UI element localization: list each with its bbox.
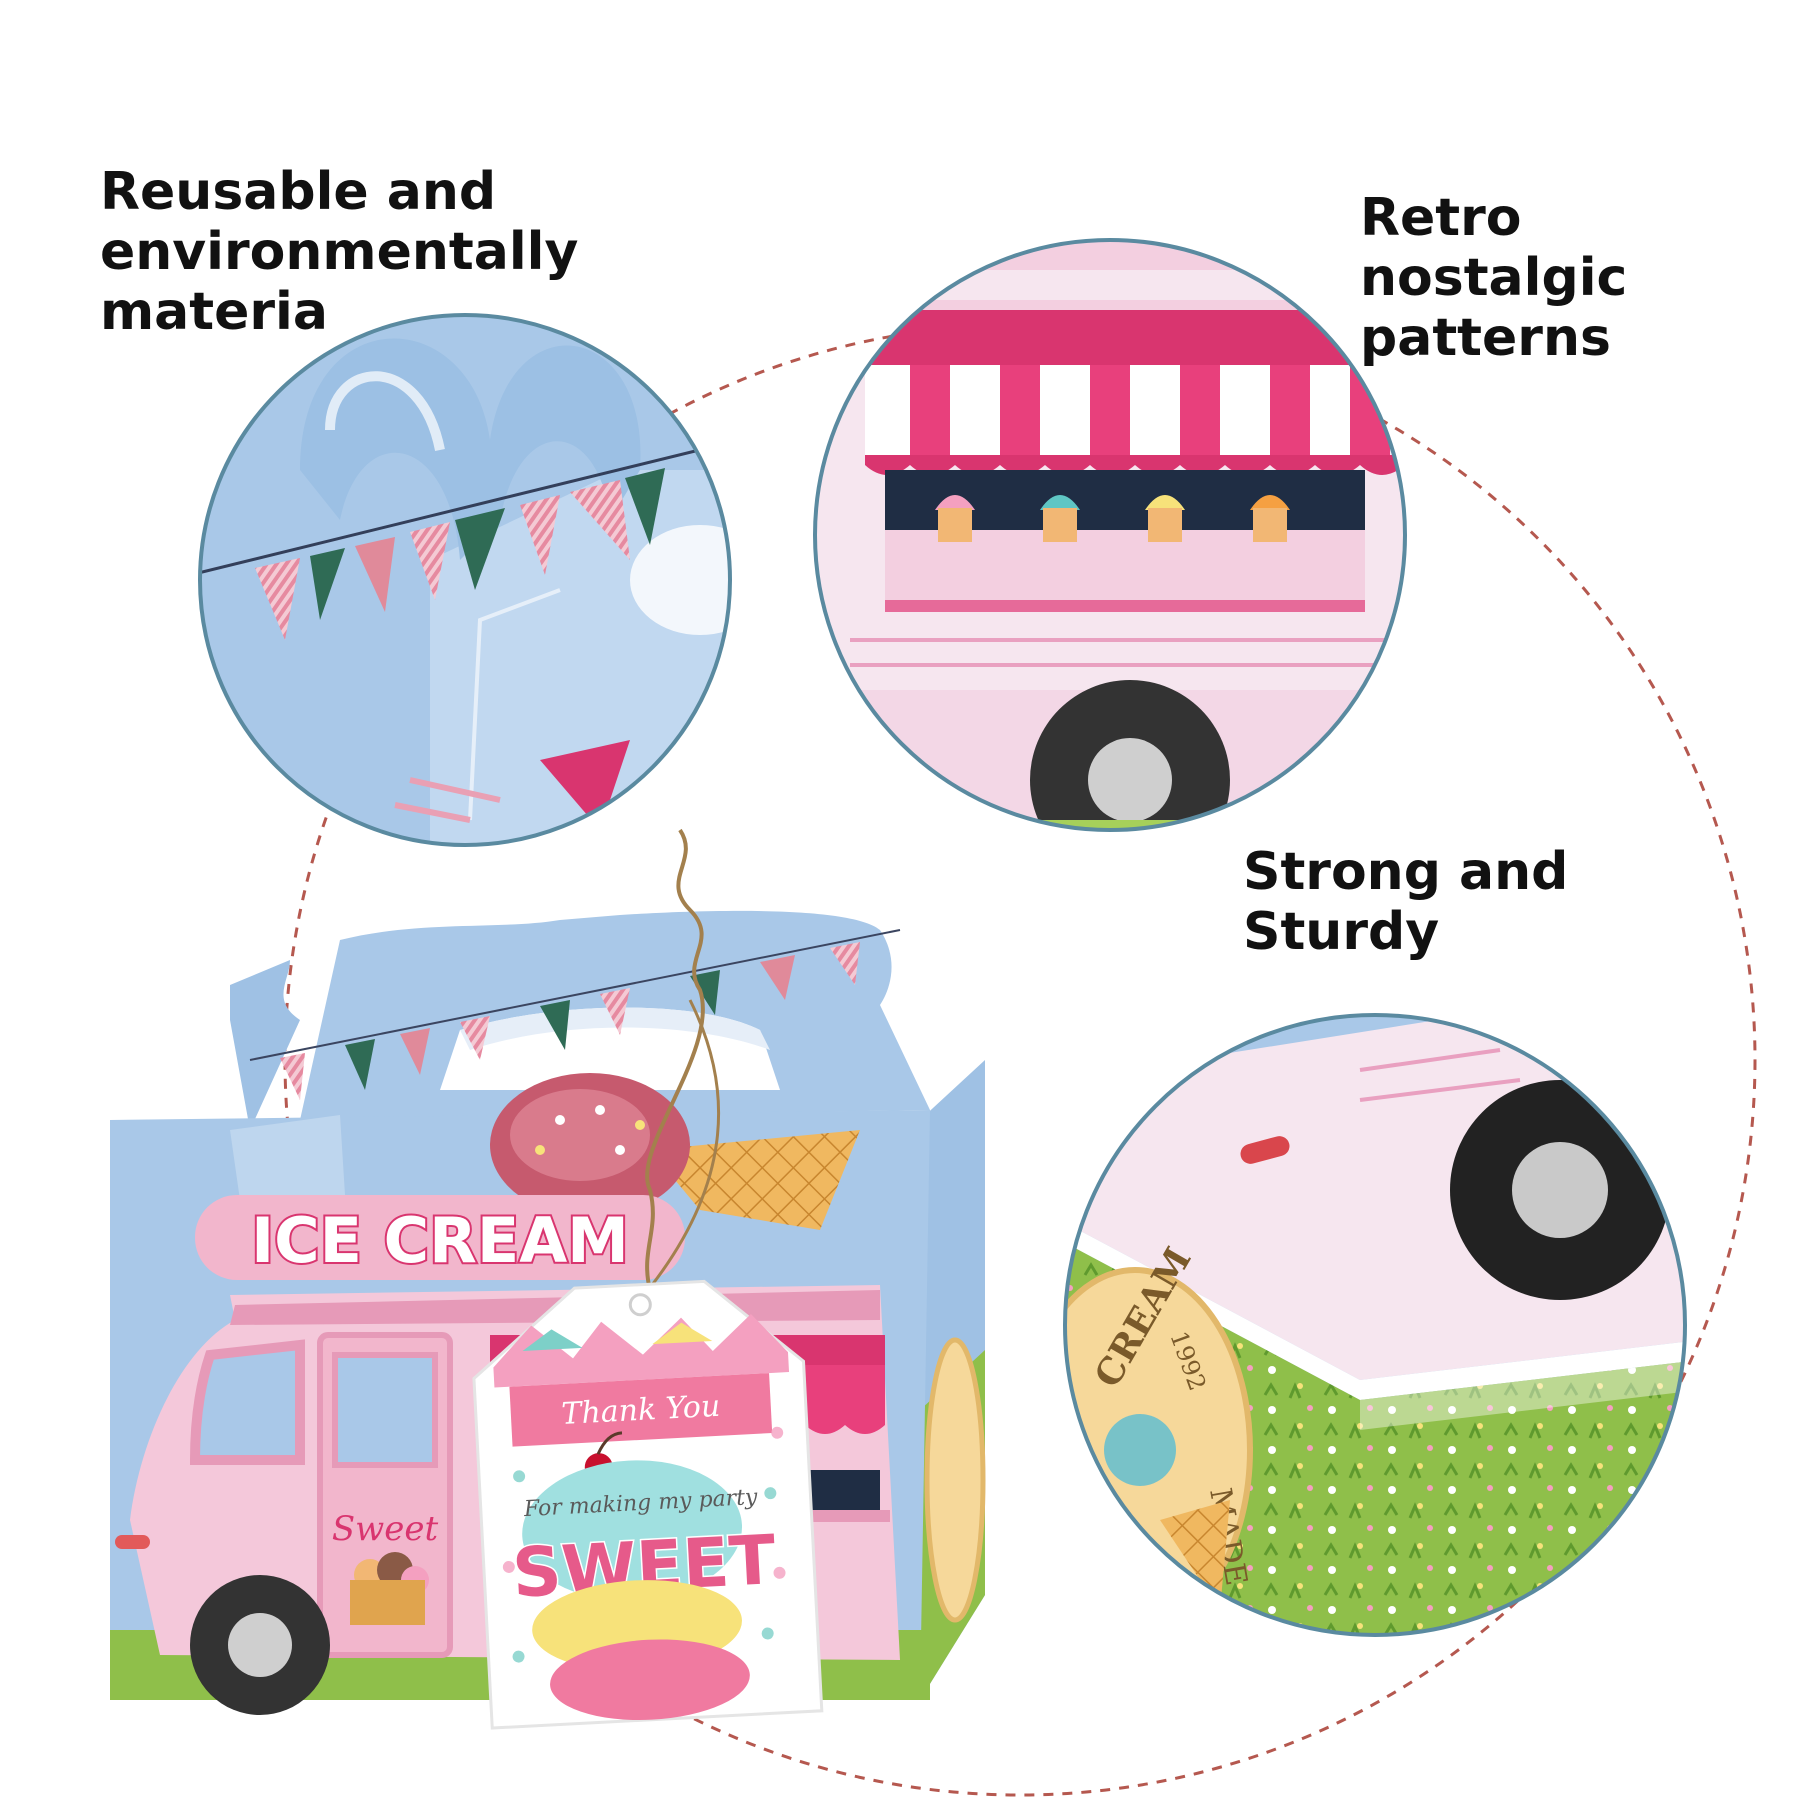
caption-reusable: Reusable and environmentally materia <box>100 162 578 342</box>
caption-line: Reusable and <box>100 162 497 222</box>
caption-strong: Strong and Sturdy <box>1243 842 1568 962</box>
zoom-circle-window <box>813 238 1407 832</box>
hang-string <box>645 828 705 1291</box>
caption-line: patterns <box>1360 308 1611 368</box>
caption-line: Sturdy <box>1243 902 1440 962</box>
cupcake-icon <box>935 495 975 542</box>
ice-cream-banner: ICE CREAM <box>251 1204 629 1277</box>
caption-retro: Retro nostalgic patterns <box>1360 188 1800 368</box>
tag-header: Thank You <box>561 1389 721 1432</box>
van-sign: Sweet <box>332 1509 439 1549</box>
cupcake-icon <box>1040 495 1080 542</box>
zoom-circle-handle <box>198 313 732 847</box>
caption-line: environmentally <box>100 222 579 282</box>
cupcake-icon <box>1250 495 1290 542</box>
caption-line: Retro nostalgic <box>1360 188 1628 308</box>
cupcake-icon <box>1145 495 1185 542</box>
basket-icon <box>350 1552 429 1625</box>
caption-line: Strong and <box>1243 842 1569 902</box>
caption-line: materia <box>100 282 328 342</box>
zoom-circle-corner: CREAM 1992 MADE <box>1063 1013 1687 1637</box>
thank-you-tag: Thank You For making my party SWEET <box>472 1279 824 1730</box>
